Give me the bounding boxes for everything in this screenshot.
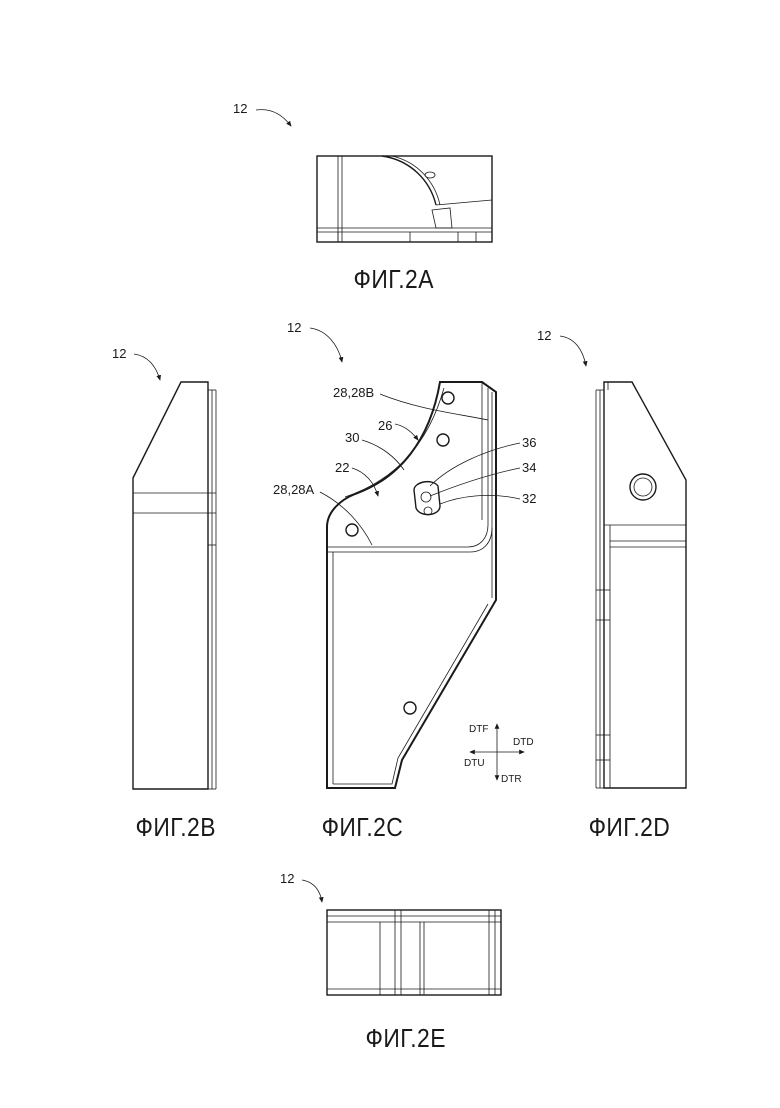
leader-arrow (395, 424, 418, 440)
callout-26: 26 (378, 418, 392, 433)
ref-12-fig2c: 12 (287, 320, 301, 335)
leader-arrow (352, 468, 378, 496)
figure-label-2b: ФИГ.2В (135, 812, 215, 843)
figure-2e-drawing: 12 (280, 871, 501, 995)
leader-arrow (256, 110, 291, 126)
callout-22: 22 (335, 460, 349, 475)
callout-32: 32 (522, 491, 536, 506)
figure-2a-drawing: 12 (233, 101, 492, 242)
callout-28-28b: 28,28B (333, 385, 374, 400)
dir-dtu: DTU (464, 758, 485, 769)
ref-12-fig2a: 12 (233, 101, 247, 116)
leader-line (440, 495, 520, 504)
callout-34: 34 (522, 460, 536, 475)
figure-2d-drawing: 12 (537, 328, 686, 788)
leader-line (362, 440, 404, 470)
callout-28-28a: 28,28A (273, 482, 315, 497)
figure-label-2a: ФИГ.2А (353, 264, 433, 295)
figure-label-2d: ФИГ.2D (589, 812, 671, 843)
ref-12-fig2e: 12 (280, 871, 294, 886)
ref-12-fig2b: 12 (112, 346, 126, 361)
ref-12-fig2d: 12 (537, 328, 551, 343)
callout-30: 30 (345, 430, 359, 445)
direction-indicator: DTF DTD DTU DTR (464, 724, 534, 785)
leader-line (430, 468, 520, 496)
leader-arrow (302, 880, 322, 902)
figure-label-2e: ФИГ.2Е (365, 1023, 445, 1054)
leader-arrow (134, 354, 160, 380)
dir-dtd: DTD (513, 737, 534, 748)
dir-dtr: DTR (501, 774, 522, 785)
callout-36: 36 (522, 435, 536, 450)
figure-2b-drawing: 12 (112, 346, 216, 789)
dir-dtf: DTF (469, 724, 488, 735)
figure-label-2c: ФИГ.2С (322, 812, 404, 843)
figure-2c-drawing: 12 28,28B 26 30 22 28,28A 36 (273, 320, 536, 788)
leader-arrow (310, 328, 342, 362)
leader-arrow (560, 336, 586, 366)
